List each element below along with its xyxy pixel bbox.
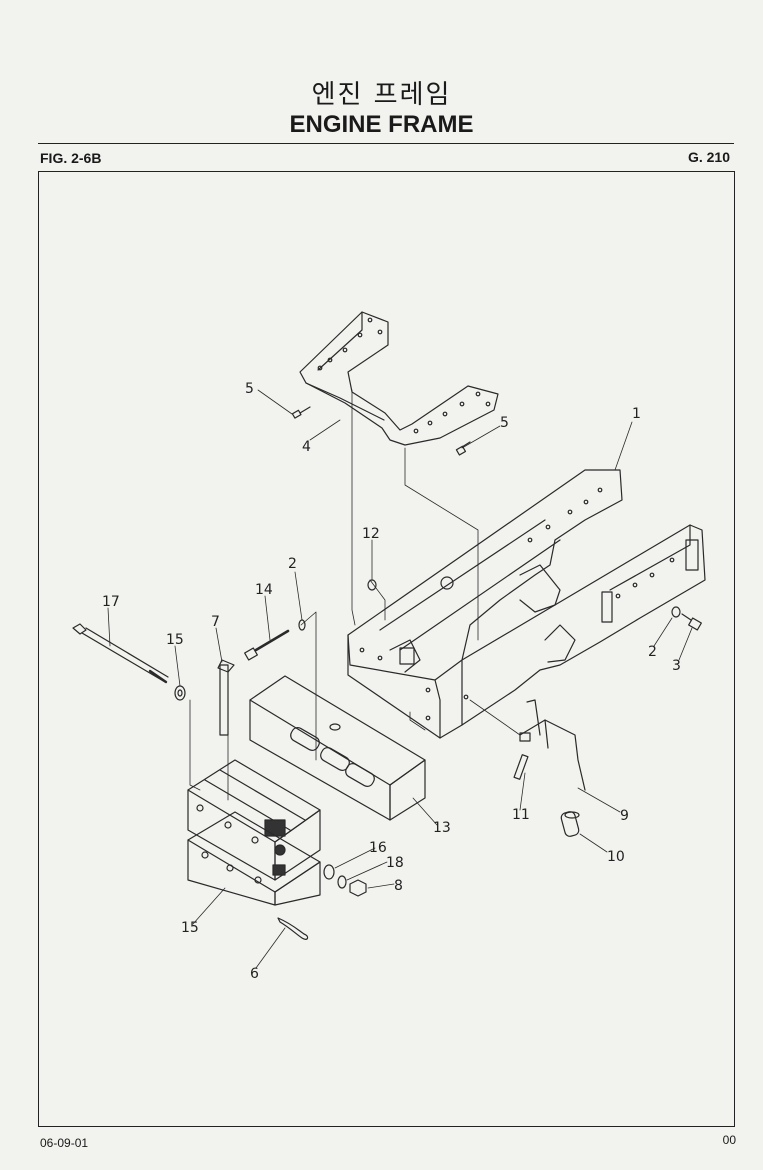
counterweight-lower — [187, 811, 321, 906]
callout-2-lower: 2 — [648, 644, 657, 660]
callout-7: 7 — [211, 614, 220, 630]
footer-page-number: 00 — [722, 1133, 736, 1147]
callout-8: 8 — [394, 878, 403, 894]
callout-5-right: 5 — [500, 415, 509, 431]
lock-washer-18 — [337, 875, 347, 889]
callout-11: 11 — [512, 807, 530, 823]
footer-date: 06-09-01 — [40, 1136, 89, 1150]
bracket-bolt-left — [291, 406, 311, 419]
callout-15-upper: 15 — [166, 632, 184, 648]
nut-8 — [349, 879, 367, 897]
callout-3: 3 — [672, 658, 681, 674]
bracket-bolt-right — [455, 441, 471, 456]
group-code: G. 210 — [687, 149, 730, 165]
figure-number: FIG. 2-6B — [40, 150, 102, 166]
callout-10: 10 — [607, 849, 625, 865]
bolt-14 — [244, 629, 290, 661]
counterweight-bracket — [249, 675, 426, 821]
frame-washer-right — [671, 606, 681, 618]
assembly-guide-lines — [189, 389, 521, 801]
leader-lines — [107, 389, 693, 969]
washer-15 — [174, 685, 186, 701]
knob-10 — [560, 811, 580, 837]
callout-2-upper: 2 — [288, 556, 297, 572]
callout-15-lower: 15 — [181, 920, 199, 936]
callout-9: 9 — [620, 808, 629, 824]
lever-9 — [519, 699, 586, 791]
callout-1: 1 — [632, 406, 641, 422]
callout-17: 17 — [102, 594, 120, 610]
long-bolt-17 — [72, 623, 169, 684]
callout-14: 14 — [255, 582, 273, 598]
page-title-english: ENGINE FRAME — [289, 111, 474, 138]
top-bracket — [299, 311, 499, 446]
page-title-korean: 엔진 프레임 — [311, 80, 452, 110]
callout-12: 12 — [362, 526, 380, 542]
engine-frame — [347, 469, 706, 739]
washer-2-left — [298, 619, 306, 631]
grease-fitting-11 — [513, 754, 529, 780]
callout-16: 16 — [369, 840, 387, 856]
diagram-frame — [38, 171, 735, 1127]
callout-5-left: 5 — [245, 381, 254, 397]
callout-6: 6 — [250, 966, 259, 982]
washer-16 — [323, 864, 335, 880]
callout-18: 18 — [386, 855, 404, 871]
pin-7 — [217, 659, 235, 736]
callout-4: 4 — [302, 439, 311, 455]
cotter-pin-6 — [277, 917, 309, 940]
counterweight-upper — [187, 759, 321, 881]
callout-13: 13 — [433, 820, 451, 836]
frame-bolt-right — [681, 613, 702, 631]
header-divider — [38, 143, 734, 144]
frame-nut-12 — [367, 579, 377, 591]
